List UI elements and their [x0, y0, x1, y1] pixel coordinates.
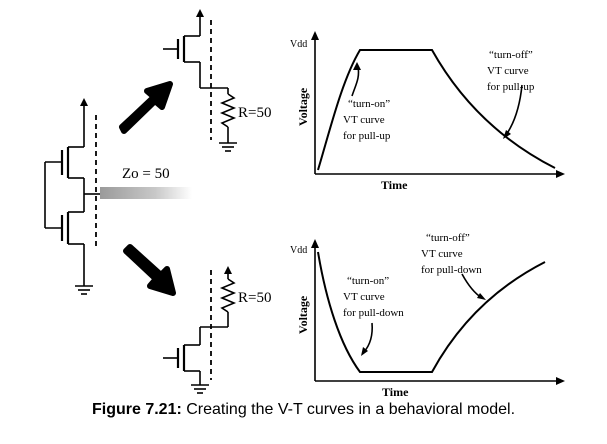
- bottom-vt-curve: [317, 251, 546, 373]
- caption-text: Creating the V-T curves in a behavioral …: [181, 401, 516, 418]
- top-on-annotation: “turn-on” VT curve for pull-up: [343, 98, 393, 142]
- transmission-line: [100, 187, 192, 199]
- bottom-off-pointer: [461, 273, 483, 299]
- top-off-line-3: for pull-up: [487, 81, 535, 93]
- bottom-vt-chart: [311, 239, 565, 385]
- driver-circuit: [44, 98, 100, 295]
- top-on-line-1: “turn-on”: [348, 98, 390, 110]
- bottom-on-line-2: VT curve: [343, 291, 385, 303]
- bottom-off-annotation: “turn-off” VT curve for pull-down: [421, 232, 482, 276]
- bottom-off-line-2: VT curve: [421, 248, 463, 260]
- top-test-circuit: [163, 9, 237, 152]
- top-off-pointer: [505, 84, 523, 136]
- bottom-chart-vdd: Vdd: [290, 245, 307, 256]
- top-vt-chart: [311, 31, 565, 178]
- bottom-chart-ylabel: Voltage: [296, 295, 310, 334]
- top-chart-xlabel: Time: [381, 178, 408, 192]
- bottom-on-line-1: “turn-on”: [347, 275, 389, 287]
- top-off-line-1: “turn-off”: [489, 49, 533, 61]
- arrow-to-top-test: [119, 81, 173, 134]
- bottom-off-line-3: for pull-down: [421, 264, 482, 276]
- bottom-off-line-1: “turn-off”: [426, 232, 470, 244]
- zo-label: Zo = 50: [122, 166, 170, 182]
- top-resistor-label: R=50: [238, 105, 271, 121]
- top-on-pointer: [351, 65, 360, 97]
- top-off-annotation: “turn-off” VT curve for pull-up: [487, 49, 536, 93]
- figure-caption: Figure 7.21: Creating the V-T curves in …: [0, 401, 607, 419]
- bottom-on-annotation: “turn-on” VT curve for pull-down: [343, 275, 404, 319]
- top-on-line-2: VT curve: [343, 114, 385, 126]
- bottom-resistor-label: R=50: [238, 290, 271, 306]
- caption-label: Figure 7.21:: [91, 401, 182, 418]
- bottom-chart-xlabel: Time: [382, 385, 409, 399]
- bottom-on-line-3: for pull-down: [343, 307, 404, 319]
- top-vt-curve: [317, 49, 556, 171]
- top-on-line-3: for pull-up: [343, 130, 391, 142]
- bottom-test-circuit: [163, 266, 237, 394]
- top-chart-ylabel: Voltage: [296, 87, 310, 126]
- bottom-on-pointer: [363, 322, 373, 353]
- top-off-line-2: VT curve: [487, 65, 529, 77]
- arrow-to-bottom-test: [123, 244, 176, 296]
- top-chart-vdd: Vdd: [290, 39, 307, 50]
